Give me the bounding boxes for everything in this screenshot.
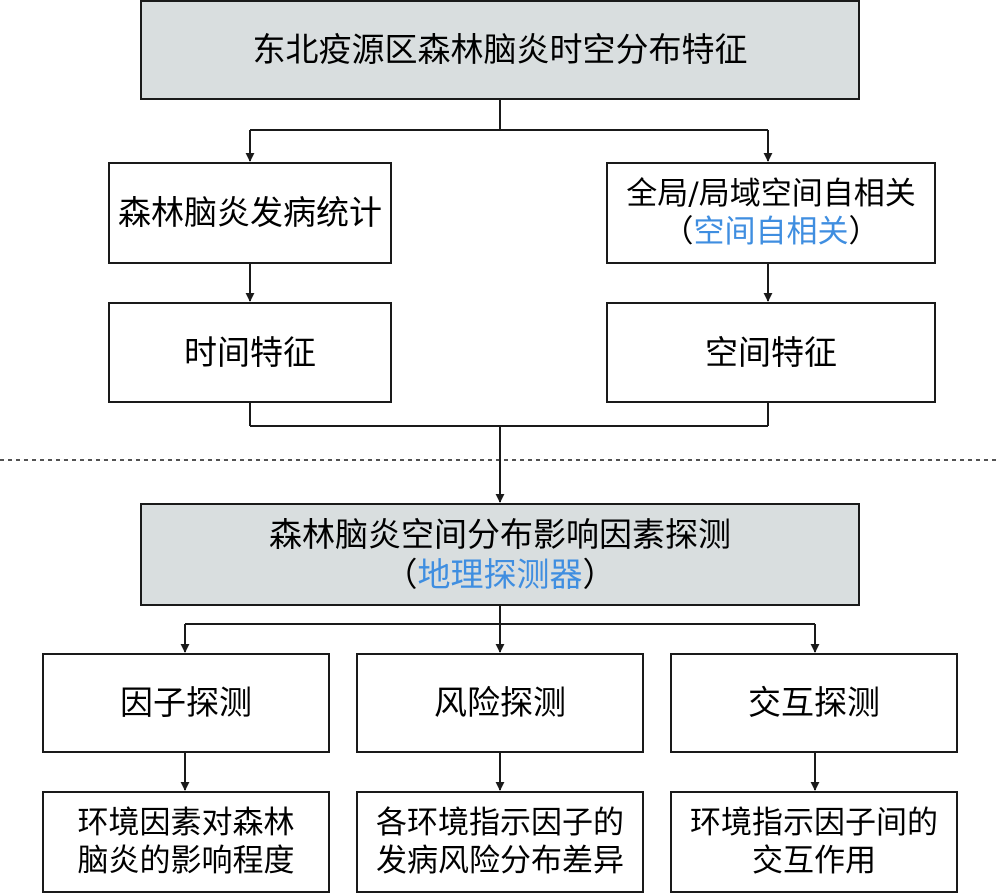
risk-detector-box: 风险探测 [356, 653, 644, 753]
risk-detector-text: 风险探测 [434, 683, 566, 722]
paren-open: （ [662, 214, 694, 250]
paren-close: ） [582, 554, 616, 594]
spatial-feature-box: 空间特征 [606, 302, 936, 403]
interaction-result-line2: 交互作用 [752, 843, 876, 879]
factor-detector-text: 因子探测 [120, 683, 252, 722]
risk-result-box: 各环境指示因子的 发病风险分布差异 [356, 791, 644, 893]
paren-open: （ [384, 554, 418, 594]
factor-result-box: 环境因素对森林 脑炎的影响程度 [42, 791, 330, 893]
factor-detector-box: 因子探测 [42, 653, 330, 753]
autocorrelation-line2: （空间自相关） [663, 213, 880, 251]
incidence-stats-box: 森林脑炎发病统计 [108, 162, 392, 264]
interaction-detector-box: 交互探测 [670, 653, 958, 753]
autocorrelation-line1: 全局/局域空间自相关 [626, 176, 916, 212]
interaction-result-box: 环境指示因子间的 交互作用 [670, 791, 958, 893]
incidence-stats-text: 森林脑炎发病统计 [118, 193, 382, 232]
interaction-result-line1: 环境指示因子间的 [690, 805, 938, 841]
spatial-feature-text: 空间特征 [705, 332, 837, 372]
interaction-detector-text: 交互探测 [748, 683, 880, 722]
autocorrelation-method: 空间自相关 [693, 214, 849, 250]
temporal-feature-box: 时间特征 [108, 302, 392, 403]
detector-line1: 森林脑炎空间分布影响因素探测 [269, 514, 731, 554]
detector-method: 地理探测器 [417, 554, 583, 594]
detector-box: 森林脑炎空间分布影响因素探测 （地理探测器） [140, 503, 860, 606]
title-box: 东北疫源区森林脑炎时空分布特征 [140, 0, 860, 100]
risk-result-line1: 各环境指示因子的 [376, 805, 624, 841]
temporal-feature-text: 时间特征 [184, 332, 316, 372]
autocorrelation-box: 全局/局域空间自相关 （空间自相关） [606, 162, 936, 264]
risk-result-line2: 发病风险分布差异 [376, 843, 624, 879]
title-text: 东北疫源区森林脑炎时空分布特征 [252, 30, 748, 69]
factor-result-line2: 脑炎的影响程度 [77, 843, 295, 879]
paren-close: ） [848, 214, 880, 250]
detector-line2: （地理探测器） [385, 555, 616, 595]
factor-result-line1: 环境因素对森林 [77, 805, 295, 841]
